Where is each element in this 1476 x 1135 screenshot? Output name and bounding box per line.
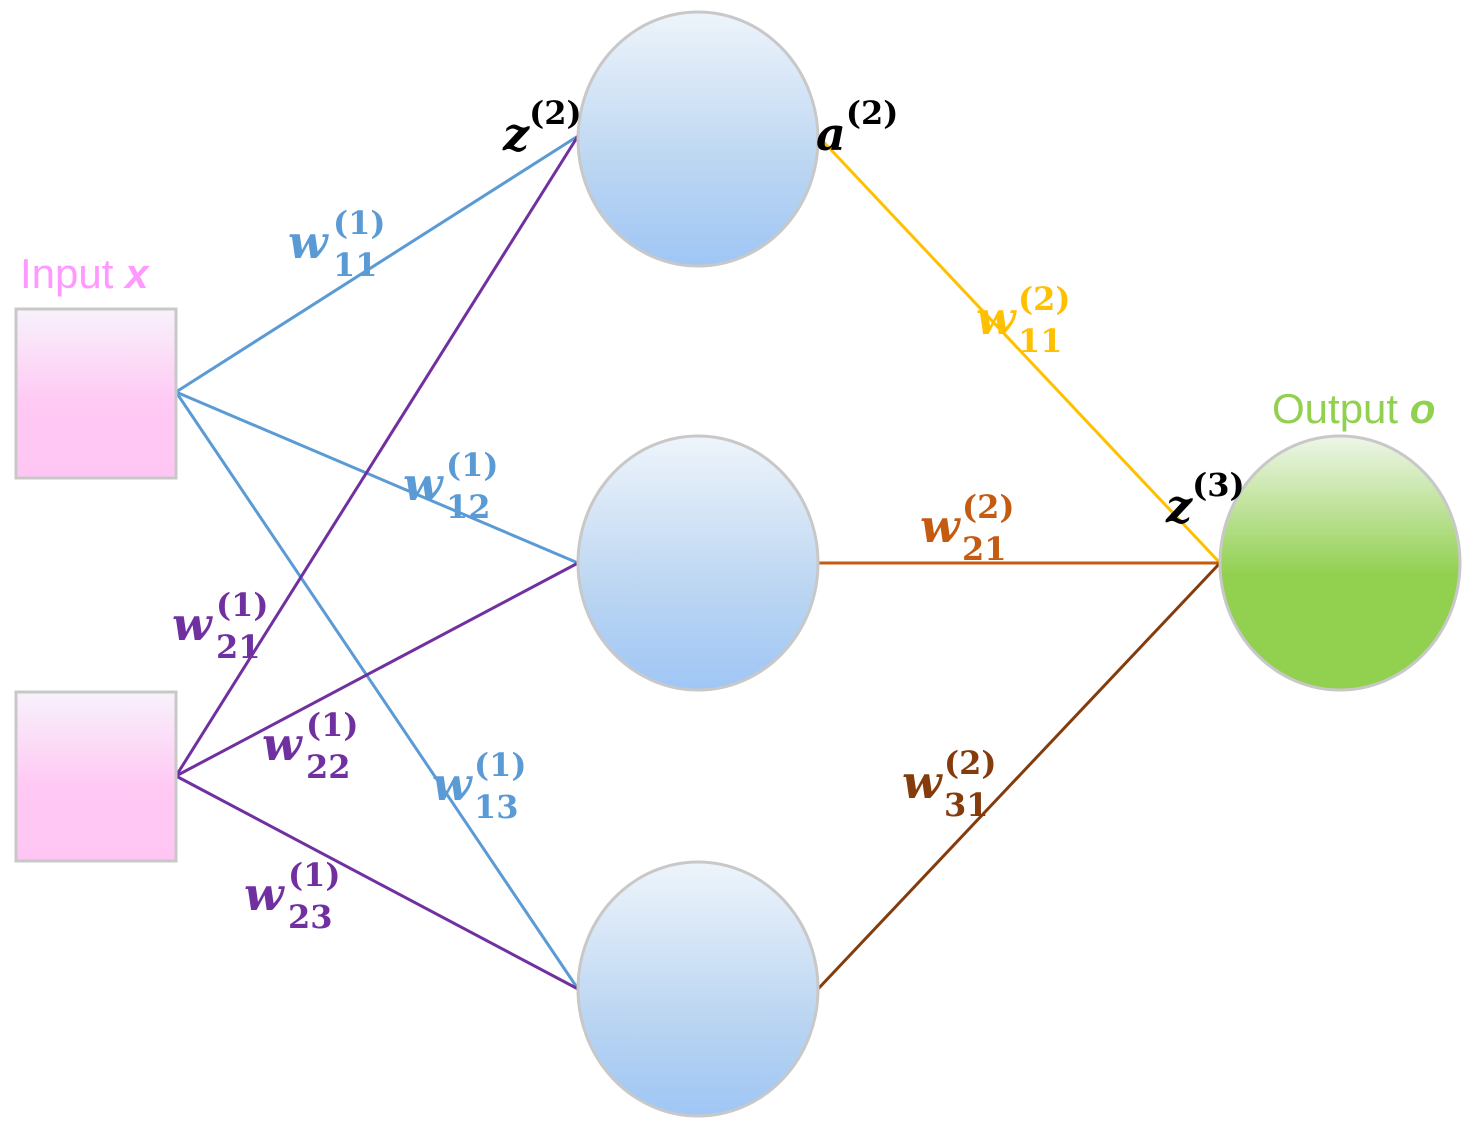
svg-text:(1): (1) xyxy=(216,586,269,624)
svg-text:12: 12 xyxy=(446,488,491,526)
hidden-node-3 xyxy=(576,860,820,1118)
edge-x2-h2 xyxy=(175,561,579,778)
edge-h3-out xyxy=(816,561,1222,991)
edge-h1-out xyxy=(816,134,1222,565)
weight-w21-1: w (1) 21 xyxy=(172,586,269,666)
weight-w22-1: w (1) 22 xyxy=(262,706,359,786)
svg-text:(1): (1) xyxy=(446,446,499,484)
svg-text:w: w xyxy=(976,291,1017,345)
weight-w11-1: w (1) 11 xyxy=(288,204,386,284)
svg-text:(1): (1) xyxy=(474,746,527,784)
svg-text:w: w xyxy=(244,867,285,921)
svg-text:11: 11 xyxy=(333,246,378,284)
edge-x1-h2 xyxy=(175,390,579,565)
edge-x2-h1 xyxy=(174,135,580,777)
svg-text:(2): (2) xyxy=(962,488,1015,526)
svg-text:22: 22 xyxy=(306,748,351,786)
svg-text:w: w xyxy=(172,597,213,651)
svg-text:(2): (2) xyxy=(944,744,997,782)
weight-w11-2: w (2) 11 xyxy=(976,280,1071,360)
weight-w21-2: w (2) 21 xyxy=(920,488,1015,568)
input-node-2 xyxy=(14,690,178,863)
weight-w23-1: w (1) 23 xyxy=(244,856,341,936)
svg-text:21: 21 xyxy=(216,628,261,666)
svg-text:w: w xyxy=(262,717,303,771)
svg-text:21: 21 xyxy=(962,530,1007,568)
svg-text:(1): (1) xyxy=(288,856,341,894)
svg-text:w: w xyxy=(432,757,473,811)
svg-text:w: w xyxy=(403,457,444,511)
edge-x2-h3 xyxy=(175,774,579,991)
hidden-node-2 xyxy=(576,434,820,692)
weight-w31-2: w (2) 31 xyxy=(902,744,997,824)
label-z3: z(3) xyxy=(1165,466,1245,533)
svg-text:(1): (1) xyxy=(333,204,386,242)
input-node-1 xyxy=(14,307,178,480)
svg-text:w: w xyxy=(902,755,943,809)
svg-text:23: 23 xyxy=(288,898,333,936)
label-a2: a(2) xyxy=(816,94,898,161)
output-node xyxy=(1218,434,1462,692)
svg-text:w: w xyxy=(288,215,329,269)
svg-text:w: w xyxy=(920,499,961,553)
hidden-node-1 xyxy=(576,10,820,268)
svg-text:11: 11 xyxy=(1018,322,1063,360)
input-label: Input x xyxy=(20,250,150,297)
weight-w13-1: w (1) 13 xyxy=(432,746,527,826)
label-z2: z(2) xyxy=(502,94,582,161)
edge-x1-h1 xyxy=(175,134,579,394)
weight-w12-1: w (1) 12 xyxy=(403,446,499,526)
edge-x1-h3 xyxy=(174,391,580,990)
svg-text:(1): (1) xyxy=(306,706,359,744)
connections xyxy=(174,134,1222,991)
svg-text:31: 31 xyxy=(944,786,989,824)
svg-text:13: 13 xyxy=(474,788,519,826)
svg-text:(2): (2) xyxy=(1018,280,1071,318)
output-label: Output o xyxy=(1272,385,1435,432)
